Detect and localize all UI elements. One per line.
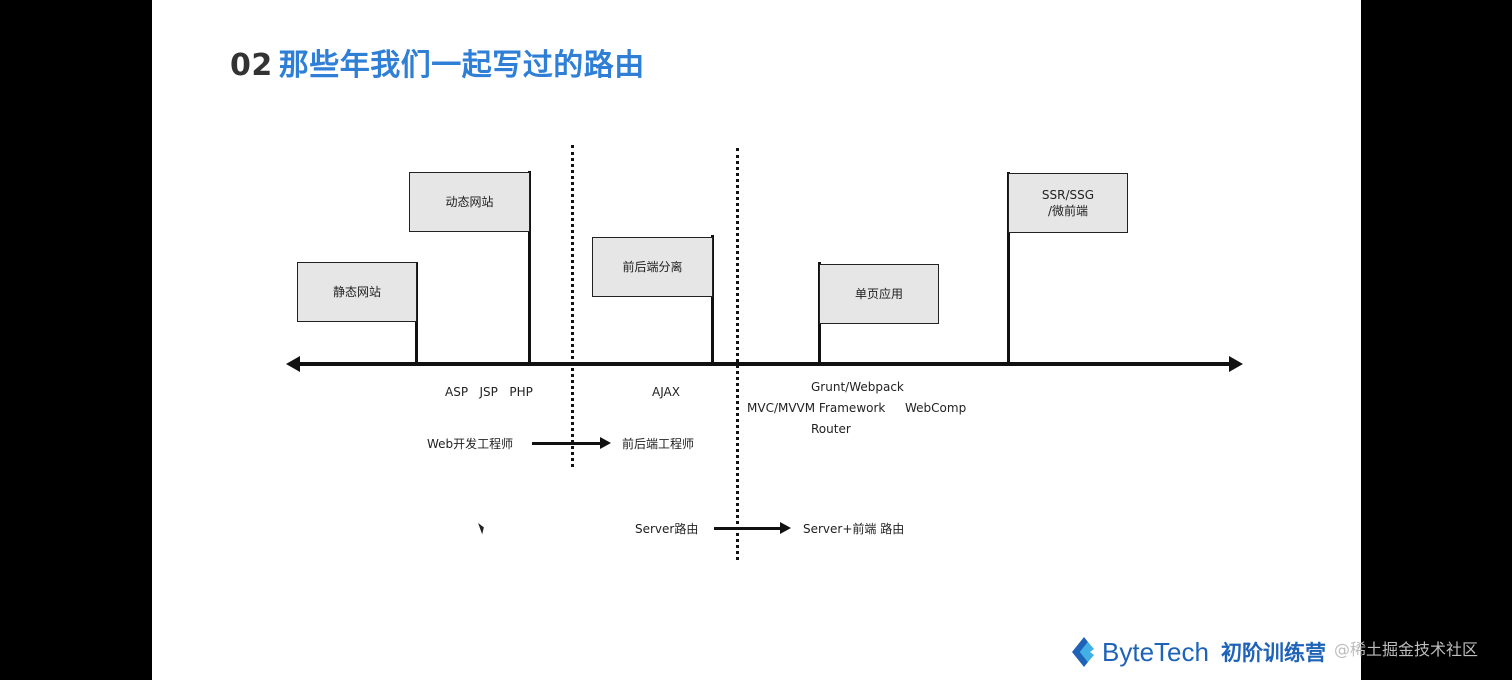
flag-frontend-backend-separation: 前后端分离 bbox=[592, 237, 713, 297]
title-text: 那些年我们一起写过的路由 bbox=[278, 48, 645, 83]
watermark: @稀土掘金技术社区 bbox=[1334, 640, 1479, 659]
tech-mvc-framework: MVC/MVVM Framework bbox=[747, 401, 886, 415]
divider-right bbox=[736, 148, 739, 560]
tech-ajax: AJAX bbox=[652, 385, 680, 399]
timeline-axis bbox=[294, 362, 1236, 366]
flag-label: 静态网站 bbox=[332, 285, 381, 299]
divider-left bbox=[571, 145, 574, 467]
mouse-cursor-icon bbox=[478, 521, 486, 535]
brand-subtitle: 初阶训练营 bbox=[1220, 641, 1326, 665]
engineer-from: Web开发工程师 bbox=[427, 437, 514, 451]
brand-logo: ByteTech 初阶训练营 bbox=[1070, 632, 1326, 672]
flag-label: 前后端分离 bbox=[622, 260, 683, 274]
tech-webcomp: WebComp bbox=[905, 401, 967, 415]
route-to: Server+前端 路由 bbox=[803, 522, 905, 536]
flag-ssr-ssg: SSR/SSG /微前端 bbox=[1008, 173, 1128, 233]
bytetech-logo-icon bbox=[1072, 637, 1094, 667]
flag-label: 单页应用 bbox=[854, 287, 903, 301]
title-number: 02 bbox=[230, 48, 273, 83]
pole-dynamic bbox=[528, 171, 531, 364]
timeline-arrow-right bbox=[1229, 356, 1243, 372]
flag-label: 动态网站 bbox=[445, 195, 494, 209]
route-transition-arrow bbox=[714, 522, 791, 534]
engineer-to: 前后端工程师 bbox=[622, 437, 695, 451]
tech-router: Router bbox=[811, 422, 851, 436]
brand-name: ByteTech bbox=[1102, 636, 1209, 667]
engineer-transition-arrow bbox=[532, 437, 611, 449]
pole-separation bbox=[711, 235, 714, 364]
flag-label: /微前端 bbox=[1047, 204, 1089, 218]
timeline-arrow-left bbox=[286, 356, 300, 372]
flag-static-site: 静态网站 bbox=[297, 262, 417, 322]
flag-single-page-app: 单页应用 bbox=[819, 264, 939, 324]
flag-dynamic-site: 动态网站 bbox=[409, 172, 530, 232]
tech-asp-jsp-php: ASP JSP PHP bbox=[445, 385, 533, 399]
route-from: Server路由 bbox=[635, 522, 699, 536]
pole-ssr bbox=[1007, 172, 1010, 364]
tech-grunt-webpack: Grunt/Webpack bbox=[811, 380, 904, 394]
flag-label: SSR/SSG bbox=[1041, 188, 1095, 202]
